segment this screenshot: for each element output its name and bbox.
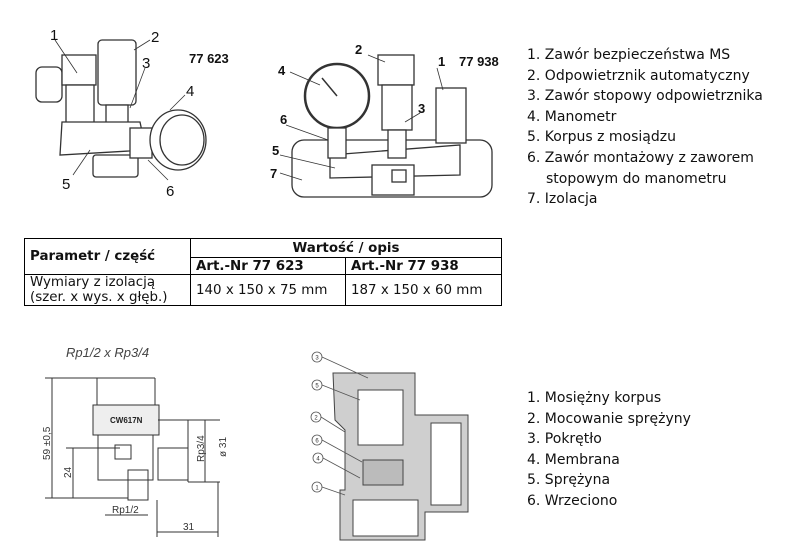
safety-group-insulated-drawing: 1 2 3 4 6 5 7 xyxy=(270,42,493,198)
callout-2: 2 xyxy=(355,42,362,57)
callout-1: 1 xyxy=(438,54,445,69)
row-label-line-2: (szer. x wys. x głęb.) xyxy=(30,290,168,305)
material-marking: CW617N xyxy=(110,416,143,425)
list-item: 5. Sprężyna xyxy=(527,472,611,489)
callout-1: 1 xyxy=(315,486,319,492)
figure-code-77938: 77 938 xyxy=(459,54,499,69)
connection-title: Rp1/2 x Rp3/4 xyxy=(66,345,149,360)
callout-4: 4 xyxy=(186,83,194,100)
callout-2: 2 xyxy=(314,416,318,422)
figure-77623: 1 2 3 4 5 6 xyxy=(20,20,240,200)
list-item: 1. Zawór bezpieczeństwa MS xyxy=(527,47,731,63)
dimensions-table: Parametr / część Wartość / opis Art.-Nr … xyxy=(24,238,502,306)
list-item: 7. Izolacja xyxy=(527,191,598,208)
cross-section-drawing: 3 5 2 6 4 1 xyxy=(300,345,480,545)
param-header: Parametr / część xyxy=(24,238,191,275)
list-item: 3. Pokrętło xyxy=(527,431,602,448)
list-item: 2. Odpowietrznik automatyczny xyxy=(527,67,750,84)
valve-cross-section: 3 5 2 6 4 1 xyxy=(310,351,469,541)
list-item: 5. Korpus z mosiądzu xyxy=(527,129,676,146)
callout-4: 4 xyxy=(278,63,286,78)
valve-dimension-drawing: Rp1/2 x Rp3/4 CW617N 59 ±0,5 24 Rp3/4 ø … xyxy=(42,345,239,537)
callout-1: 1 xyxy=(50,27,58,44)
list-item: 3. Zawór stopowy odpowietrznika xyxy=(527,88,763,105)
dim-diameter-31: ø 31 xyxy=(218,437,229,457)
callout-3: 3 xyxy=(142,55,150,72)
col1-header: Art.-Nr 77 623 xyxy=(190,257,346,275)
callout-2: 2 xyxy=(151,29,159,46)
dim-height: 59 ±0,5 xyxy=(42,426,53,460)
dim-24: 24 xyxy=(63,466,74,478)
value-header: Wartość / opis xyxy=(190,238,502,258)
callout-4: 4 xyxy=(316,457,320,463)
dimension-drawing: Rp1/2 x Rp3/4 CW617N 59 ±0,5 24 Rp3/4 ø … xyxy=(30,340,239,545)
callout-6: 6 xyxy=(315,439,319,445)
callout-5: 5 xyxy=(62,176,70,193)
col1-value: 140 x 150 x 75 mm xyxy=(190,274,346,306)
callout-6: 6 xyxy=(166,183,174,200)
row-label: Wymiary z izolacją(szer. x wys. x głęb.) xyxy=(24,274,191,306)
dim-31: 31 xyxy=(183,522,195,533)
callout-6: 6 xyxy=(280,112,287,127)
dim-rp12: Rp1/2 xyxy=(112,505,139,516)
list-item: 1. Mosiężny korpus xyxy=(527,390,662,406)
list-item: 6. Wrzeciono xyxy=(527,492,618,509)
parts-list-1: 1. Zawór bezpieczeństwa MS 2. Odpowietrz… xyxy=(527,45,787,210)
list-item: 6. Zawór montażowy z zaworem stopowym do… xyxy=(527,149,754,187)
parts-list-2: 1. Mosiężny korpus 2. Mocowanie sprężyny… xyxy=(527,388,787,512)
callout-3: 3 xyxy=(418,101,425,116)
list-item: 4. Manometr xyxy=(527,108,617,125)
list-item: 4. Membrana xyxy=(527,451,620,468)
figure-77938: 1 2 3 4 6 5 7 xyxy=(265,35,500,205)
list-item: 2. Mocowanie sprężyny xyxy=(527,410,691,427)
safety-group-drawing: 1 2 3 4 5 6 xyxy=(35,27,207,200)
col2-value: 187 x 150 x 60 mm xyxy=(345,274,502,306)
figure-code-77623: 77 623 xyxy=(189,51,229,66)
col2-header: Art.-Nr 77 938 xyxy=(345,257,502,275)
callout-5: 5 xyxy=(272,143,279,158)
row-label-line-1: Wymiary z izolacją xyxy=(30,275,156,290)
callout-5: 5 xyxy=(315,384,319,390)
dim-rp34: Rp3/4 xyxy=(196,435,207,462)
callout-7: 7 xyxy=(270,166,277,181)
callout-3: 3 xyxy=(315,356,319,362)
